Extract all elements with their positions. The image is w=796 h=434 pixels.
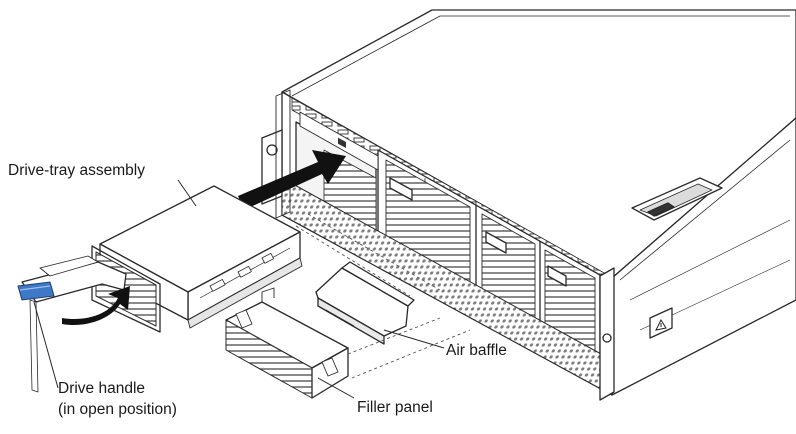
label-drive-handle-position: (in open position): [58, 401, 177, 418]
guide-lines: [295, 213, 471, 379]
label-drive-handle: Drive handle: [58, 380, 146, 397]
air-baffle: [315, 261, 415, 345]
label-air-baffle: Air baffle: [446, 342, 507, 359]
label-filler-panel: Filler panel: [357, 399, 433, 416]
insert-arrow-icon: [238, 150, 346, 210]
warning-icon: [655, 318, 667, 331]
leader-lines: [33, 179, 445, 399]
rotate-arrow-icon: [62, 286, 130, 326]
filler-panel: [225, 287, 349, 399]
label-drive-tray-assembly: Drive-tray assembly: [8, 162, 145, 179]
drive-handle-tab: [17, 281, 55, 301]
drive-tray-assembly: [21, 185, 303, 393]
server-chassis: [261, 9, 796, 401]
